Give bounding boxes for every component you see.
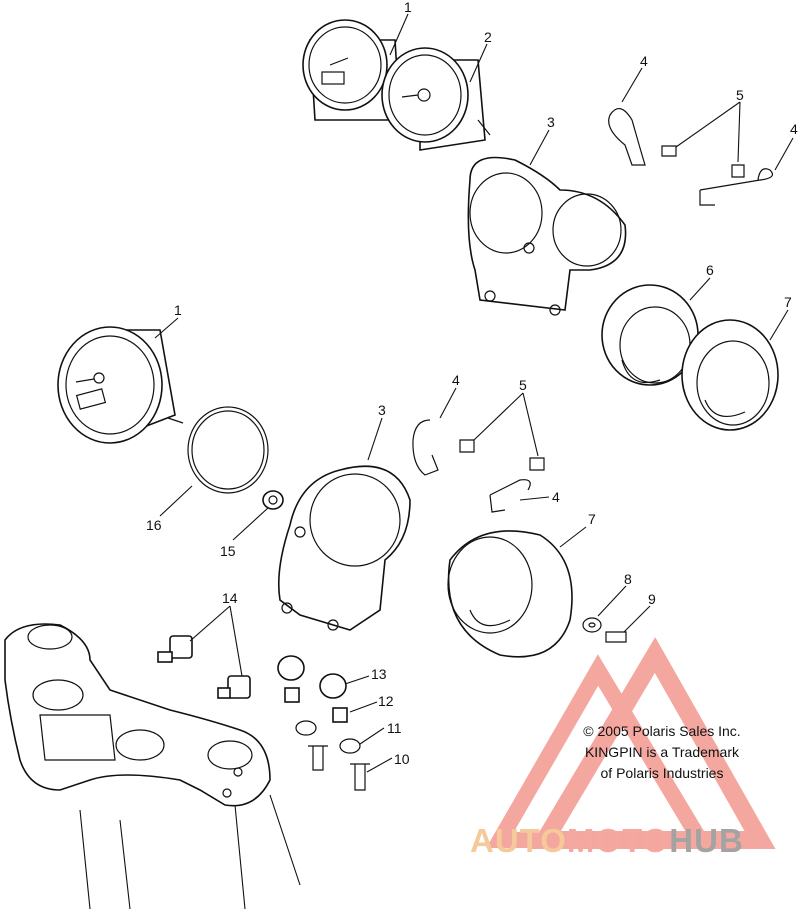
washer-pair (295, 720, 361, 754)
o-ring (187, 406, 269, 494)
clip-middle-b (489, 479, 531, 513)
watermark-text: AUTOMOTOHUB (470, 822, 744, 860)
triple-clamp (4, 623, 301, 909)
callout-5-top: 5 (736, 87, 744, 103)
callout-16: 16 (146, 517, 162, 533)
callout-2: 2 (484, 29, 492, 45)
copyright-line-2: KINGPIN is a Trademark (584, 744, 740, 760)
leader-lines (154, 13, 794, 773)
gauge-single (57, 326, 184, 444)
callout-3-mid: 3 (378, 402, 386, 418)
bolts (308, 745, 370, 791)
bracket-twin (467, 156, 627, 316)
screw-middle-b (529, 457, 545, 471)
clip-upper-a (608, 108, 646, 166)
washer (582, 617, 602, 633)
watermark-logo (486, 637, 776, 849)
callout-1-top: 1 (404, 0, 412, 15)
callout-8: 8 (624, 571, 632, 587)
screw-9 (605, 631, 627, 643)
copyright-line-1: © 2005 Polaris Sales Inc. (583, 723, 741, 739)
copyright-line-3: of Polaris Industries (600, 765, 724, 781)
callout-15: 15 (220, 543, 236, 559)
callout-4-top-b: 4 (790, 121, 798, 137)
callout-5-mid: 5 (519, 377, 527, 393)
clip-upper-b (699, 168, 773, 206)
callout-numbers: 1 2 3 4 5 4 6 7 1 16 15 4 3 5 4 7 8 9 14… (146, 0, 798, 767)
callout-4-mid-b: 4 (552, 489, 560, 505)
gauge-top-right (381, 47, 491, 151)
bumper-a (157, 635, 193, 663)
grommet (262, 490, 284, 510)
callout-7-mid: 7 (588, 511, 596, 527)
cover-middle-7 (447, 530, 573, 658)
cover-upper-7 (681, 319, 779, 431)
grommet-right (319, 673, 348, 723)
screw-middle-a (459, 439, 475, 453)
watermark-part-2: MOTO (566, 822, 670, 859)
clip-middle-a (412, 419, 439, 476)
callout-10: 10 (394, 751, 410, 767)
callout-1-mid: 1 (174, 302, 182, 318)
watermark-part-1: AUTO (470, 822, 567, 859)
callout-6: 6 (706, 262, 714, 278)
grommet-left (277, 655, 305, 703)
gauge-top-left (302, 19, 401, 121)
callout-12: 12 (378, 693, 394, 709)
callout-11: 11 (387, 720, 402, 736)
callout-3-top: 3 (547, 114, 555, 130)
callout-13: 13 (371, 666, 387, 682)
screw-upper-a (661, 145, 677, 157)
screw-upper-b (731, 164, 745, 178)
bracket-single (277, 465, 411, 631)
callout-7-top: 7 (784, 294, 792, 310)
watermark-part-3: HUB (669, 822, 744, 859)
bumper-b (217, 675, 251, 699)
copyright-notice: © 2005 Polaris Sales Inc. KINGPIN is a T… (548, 721, 776, 784)
callout-4-top-a: 4 (640, 53, 648, 69)
callout-14: 14 (222, 590, 238, 606)
callout-9: 9 (648, 591, 656, 607)
callout-4-mid-a: 4 (452, 372, 460, 388)
